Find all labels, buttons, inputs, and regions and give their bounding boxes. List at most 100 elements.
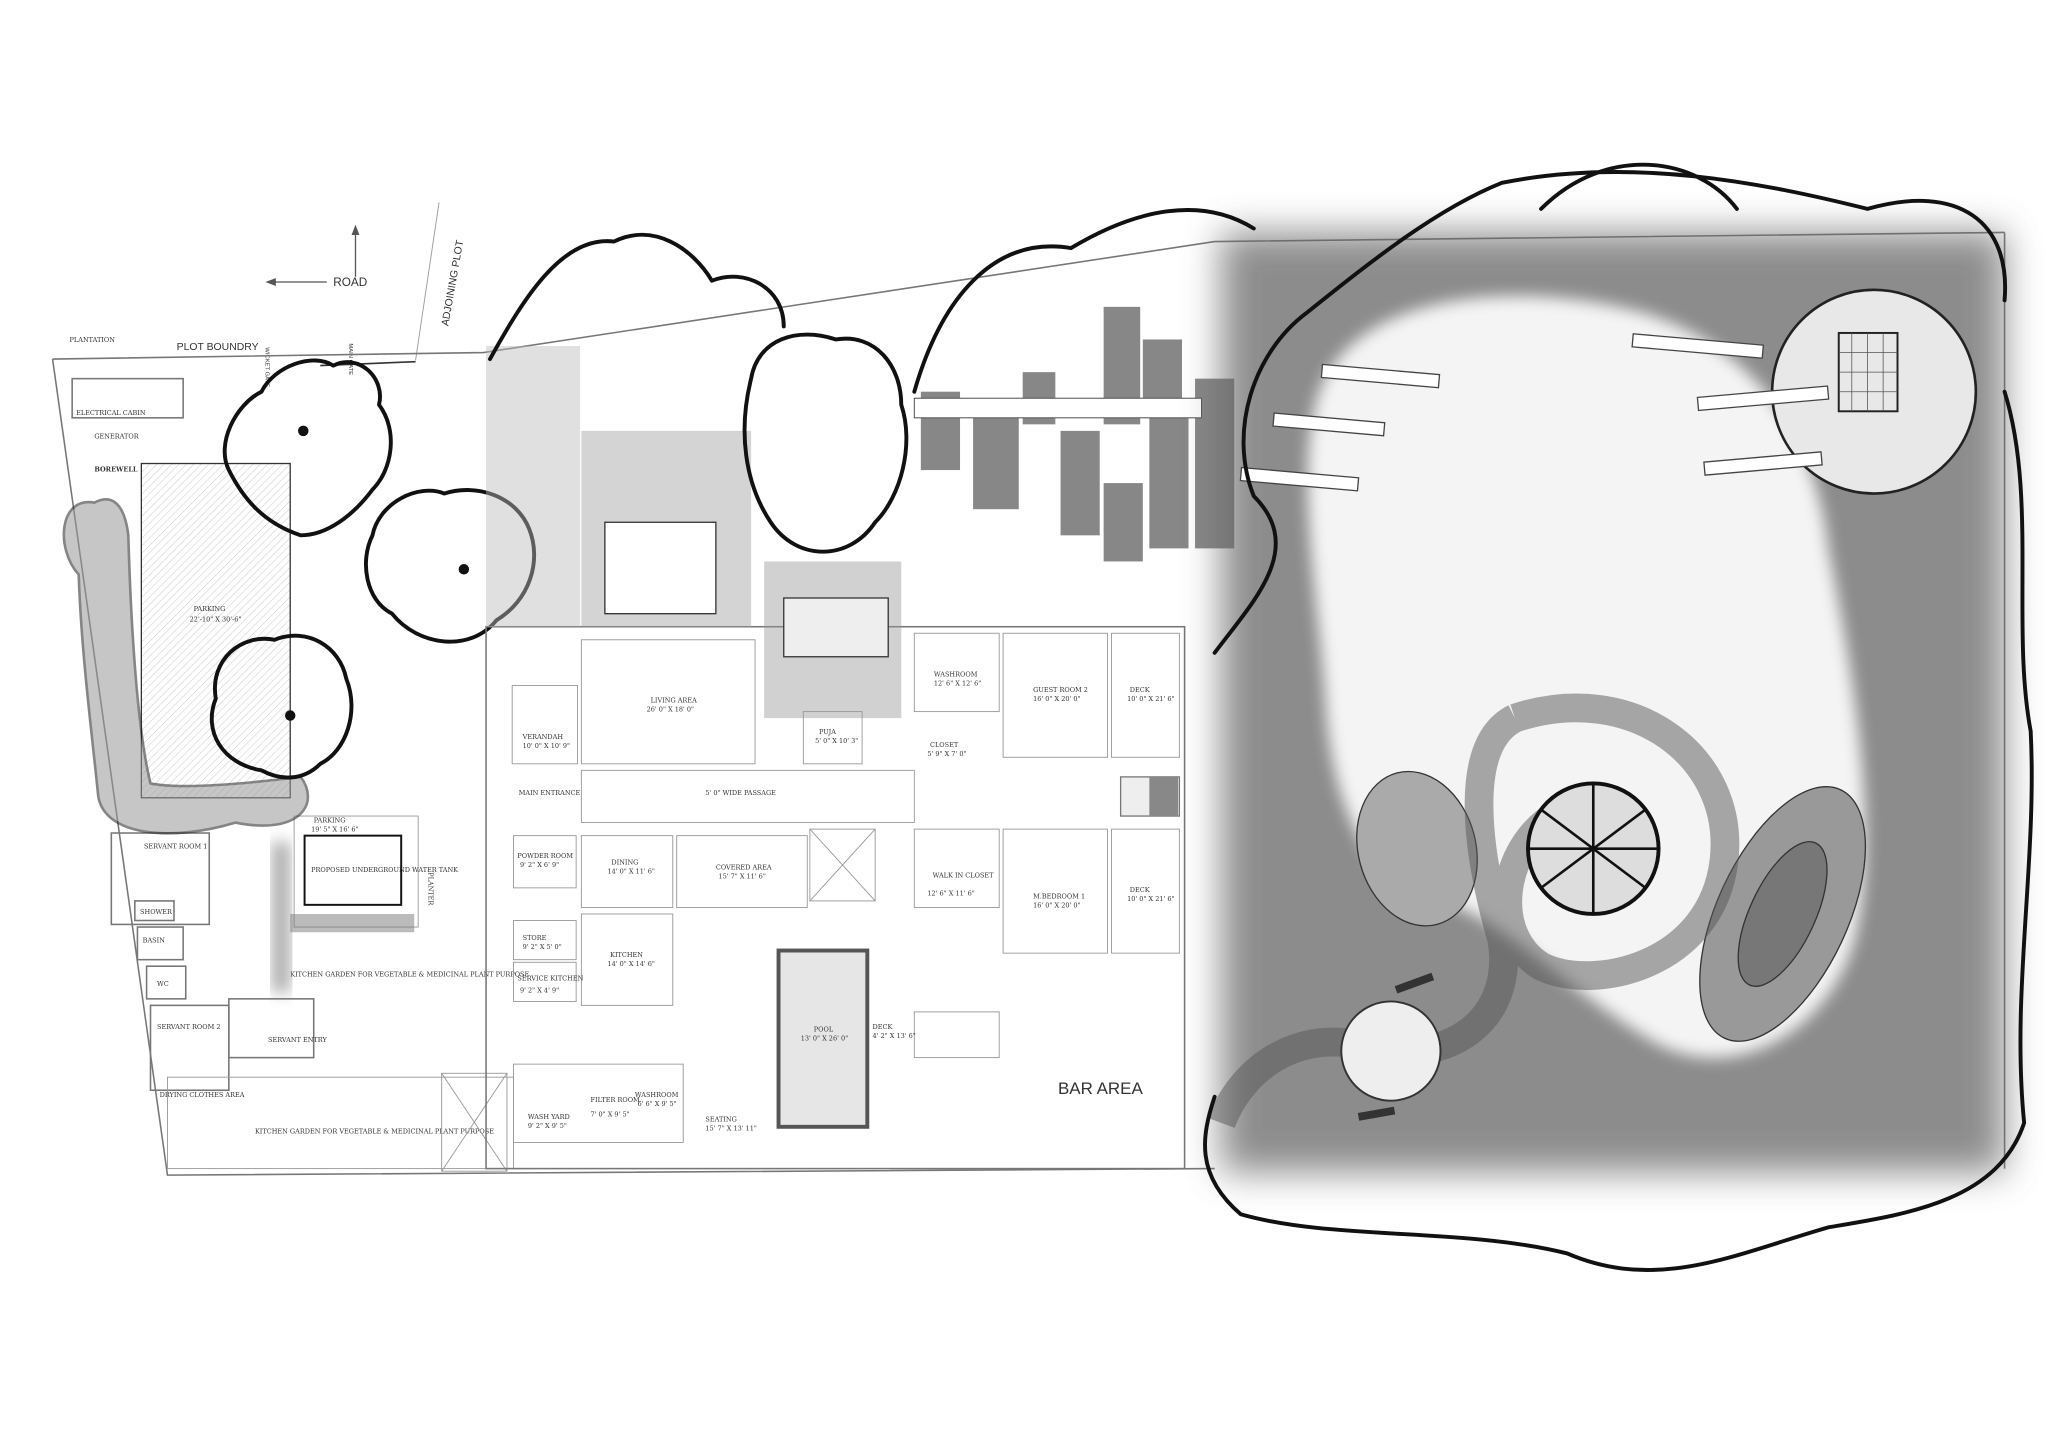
room-filter-room: FILTER ROOM 7' 0" X 9' 5" xyxy=(591,1096,641,1118)
stepping-stones xyxy=(1239,333,1830,492)
water-tank-label: PROPOSED UNDERGROUND WATER TANK xyxy=(311,866,458,874)
svg-text:PUJA: PUJA xyxy=(819,728,836,736)
house-plan xyxy=(485,306,1235,1170)
svg-text:DECK: DECK xyxy=(1130,886,1150,894)
electrical-cabin-label: ELECTRICAL CABIN xyxy=(76,409,146,417)
drying-area-label: DRYING CLOTHES AREA xyxy=(160,1091,245,1099)
sketch-trees-left xyxy=(209,358,537,780)
room-service-kitchen: SERVICE KITCHEN 9' 2" X 4' 9" xyxy=(517,975,583,995)
water-tank xyxy=(303,834,403,906)
bar-area-label: BAR AREA xyxy=(1058,1079,1144,1098)
svg-text:5' 9" X 7' 0": 5' 9" X 7' 0" xyxy=(927,750,966,758)
svg-text:4' 2" X 13' 6": 4' 2" X 13' 6" xyxy=(873,1032,916,1040)
servant-entry-label: SERVANT ENTRY xyxy=(268,1036,327,1044)
road-indicator: ROAD xyxy=(265,224,367,289)
svg-text:7' 0" X 9' 5": 7' 0" X 9' 5" xyxy=(591,1110,630,1118)
svg-text:15' 7" X 13' 11": 15' 7" X 13' 11" xyxy=(705,1125,757,1133)
svg-text:6' 6" X 9' 5": 6' 6" X 9' 5" xyxy=(638,1100,677,1108)
svg-text:16' 0" X 20' 0": 16' 0" X 20' 0" xyxy=(1033,695,1080,703)
wc-label: WC xyxy=(157,980,169,988)
svg-text:WALK IN CLOSET: WALK IN CLOSET xyxy=(933,871,995,879)
main-gate-label: MAIN GATE xyxy=(347,343,353,375)
parking-area xyxy=(140,462,291,799)
svg-text:DINING: DINING xyxy=(611,858,638,866)
room-walk-in-closet: WALK IN CLOSET 12' 6" X 11' 6" xyxy=(927,871,994,897)
hedge-planting xyxy=(62,498,310,835)
svg-text:12' 6" X 11' 6": 12' 6" X 11' 6" xyxy=(927,890,974,898)
svg-text:SEATING: SEATING xyxy=(705,1116,736,1124)
svg-text:STORE: STORE xyxy=(523,934,547,942)
borewell-label: BOREWELL xyxy=(94,465,138,473)
svg-text:10' 0" X 21' 6": 10' 0" X 21' 6" xyxy=(1127,695,1174,703)
svg-text:5' 0" WIDE PASSAGE: 5' 0" WIDE PASSAGE xyxy=(705,789,776,797)
room-main-entrance: MAIN ENTRANCE xyxy=(519,789,581,797)
room-master-bedroom: M.BEDROOM 116' 0" X 20' 0" xyxy=(1033,892,1085,909)
svg-text:14' 0" X 14' 6": 14' 0" X 14' 6" xyxy=(607,960,654,968)
svg-text:WASHROOM: WASHROOM xyxy=(635,1091,679,1099)
spiral-path xyxy=(1207,693,1740,1129)
planter-label: PLANTER xyxy=(427,872,435,906)
room-dining: DINING 14' 0" X 11' 6" xyxy=(607,858,654,875)
svg-text:5' 0" X 10' 3": 5' 0" X 10' 3" xyxy=(815,737,858,745)
servant-room-2-label: SERVANT ROOM 2 xyxy=(157,1023,220,1031)
svg-text:12' 6" X 12' 6": 12' 6" X 12' 6" xyxy=(934,679,981,687)
svg-text:FILTER ROOM: FILTER ROOM xyxy=(591,1096,641,1104)
landscape-garden xyxy=(488,162,2034,1272)
svg-text:POOL: POOL xyxy=(814,1025,834,1033)
svg-text:14' 0" X 11' 6": 14' 0" X 11' 6" xyxy=(607,868,654,876)
generator-label: GENERATOR xyxy=(94,433,139,441)
svg-text:KITCHEN: KITCHEN xyxy=(610,951,643,959)
svg-text:COVERED AREA: COVERED AREA xyxy=(716,864,772,872)
svg-text:26' 0" X 18' 0": 26' 0" X 18' 0" xyxy=(647,706,694,714)
room-living-area: LIVING AREA 26' 0" X 18' 0" xyxy=(647,696,697,713)
wicket-gate-label: WICKET GATE xyxy=(263,347,269,387)
svg-text:WASHROOM: WASHROOM xyxy=(934,670,978,678)
svg-text:15' 7" X 11' 6": 15' 7" X 11' 6" xyxy=(718,873,765,881)
parking-2-size: 19' 5" X 16' 6" xyxy=(311,826,358,834)
adjoining-plot-line xyxy=(415,202,440,361)
tree-canopy-outlines xyxy=(488,162,2034,1272)
parking-size: 22'-10" X 30'-6" xyxy=(190,616,242,624)
svg-text:DECK: DECK xyxy=(873,1023,893,1031)
service-block: ELECTRICAL CABIN GENERATOR BOREWELL PARK… xyxy=(71,377,530,1172)
svg-text:SERVICE KITCHEN: SERVICE KITCHEN xyxy=(517,975,583,983)
svg-text:9' 2" X 6' 9": 9' 2" X 6' 9" xyxy=(520,861,559,869)
svg-text:9' 2" X 4' 9": 9' 2" X 4' 9" xyxy=(520,986,559,994)
seating-circle xyxy=(1340,1000,1442,1102)
svg-text:LIVING AREA: LIVING AREA xyxy=(651,696,698,704)
svg-text:16' 0" X 20' 0": 16' 0" X 20' 0" xyxy=(1033,901,1080,909)
svg-text:9' 2" X 9' 5": 9' 2" X 9' 5" xyxy=(528,1122,567,1130)
svg-text:10' 0" X 10' 9": 10' 0" X 10' 9" xyxy=(523,742,570,750)
parking-label: PARKING xyxy=(194,605,226,613)
servant-room-1-label: SERVANT ROOM 1 xyxy=(144,843,207,851)
shower-label: SHOWER xyxy=(140,908,173,916)
plantation-label: PLANTATION xyxy=(70,336,116,344)
adjoining-plot-label: ADJOINING PLOT xyxy=(440,239,466,327)
svg-text:WASH YARD: WASH YARD xyxy=(528,1113,570,1121)
svg-text:10' 0" X 21' 6": 10' 0" X 21' 6" xyxy=(1127,895,1174,903)
svg-text:M.BEDROOM 1: M.BEDROOM 1 xyxy=(1033,892,1085,900)
plot-boundary-label: PLOT BOUNDRY xyxy=(177,342,259,353)
svg-text:DECK: DECK xyxy=(1130,686,1150,694)
parking-2-label: PARKING xyxy=(314,817,346,825)
pool xyxy=(776,948,870,1129)
svg-text:CLOSET: CLOSET xyxy=(930,741,959,749)
svg-text:POWDER ROOM: POWDER ROOM xyxy=(517,852,573,860)
room-guest-room-2: GUEST ROOM 216' 0" X 20' 0" xyxy=(1033,686,1088,703)
svg-text:MAIN ENTRANCE: MAIN ENTRANCE xyxy=(519,789,581,797)
